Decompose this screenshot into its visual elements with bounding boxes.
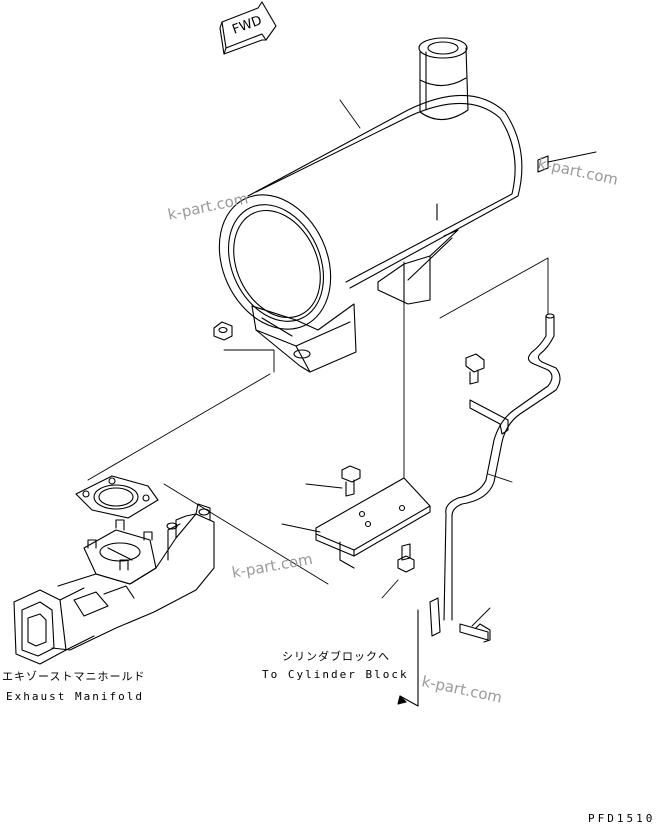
exhaust-manifold-label-jp: エキゾーストマニホールド (2, 670, 146, 683)
leader-lines (87, 99, 597, 627)
flange-gasket (75, 475, 159, 519)
muffler (218, 37, 549, 373)
mounting-plate (315, 477, 431, 569)
nut (213, 321, 233, 341)
exhaust-manifold-label-en: Exhaust Manifold (6, 690, 144, 703)
drawing-code: PFD1510 (588, 812, 656, 825)
exhaust-manifold (13, 503, 215, 665)
bolt (397, 543, 415, 573)
bolt (341, 465, 361, 497)
bolt (465, 353, 485, 385)
cylinder-block-label-en: To Cylinder Block (262, 668, 409, 681)
bolt (459, 623, 491, 643)
cylinder-block-label-jp: シリンダブロックへ (282, 650, 390, 663)
cylinder-block-callout (397, 609, 419, 707)
breather-tube (429, 313, 561, 637)
fwd-arrow-icon (219, 1, 277, 55)
